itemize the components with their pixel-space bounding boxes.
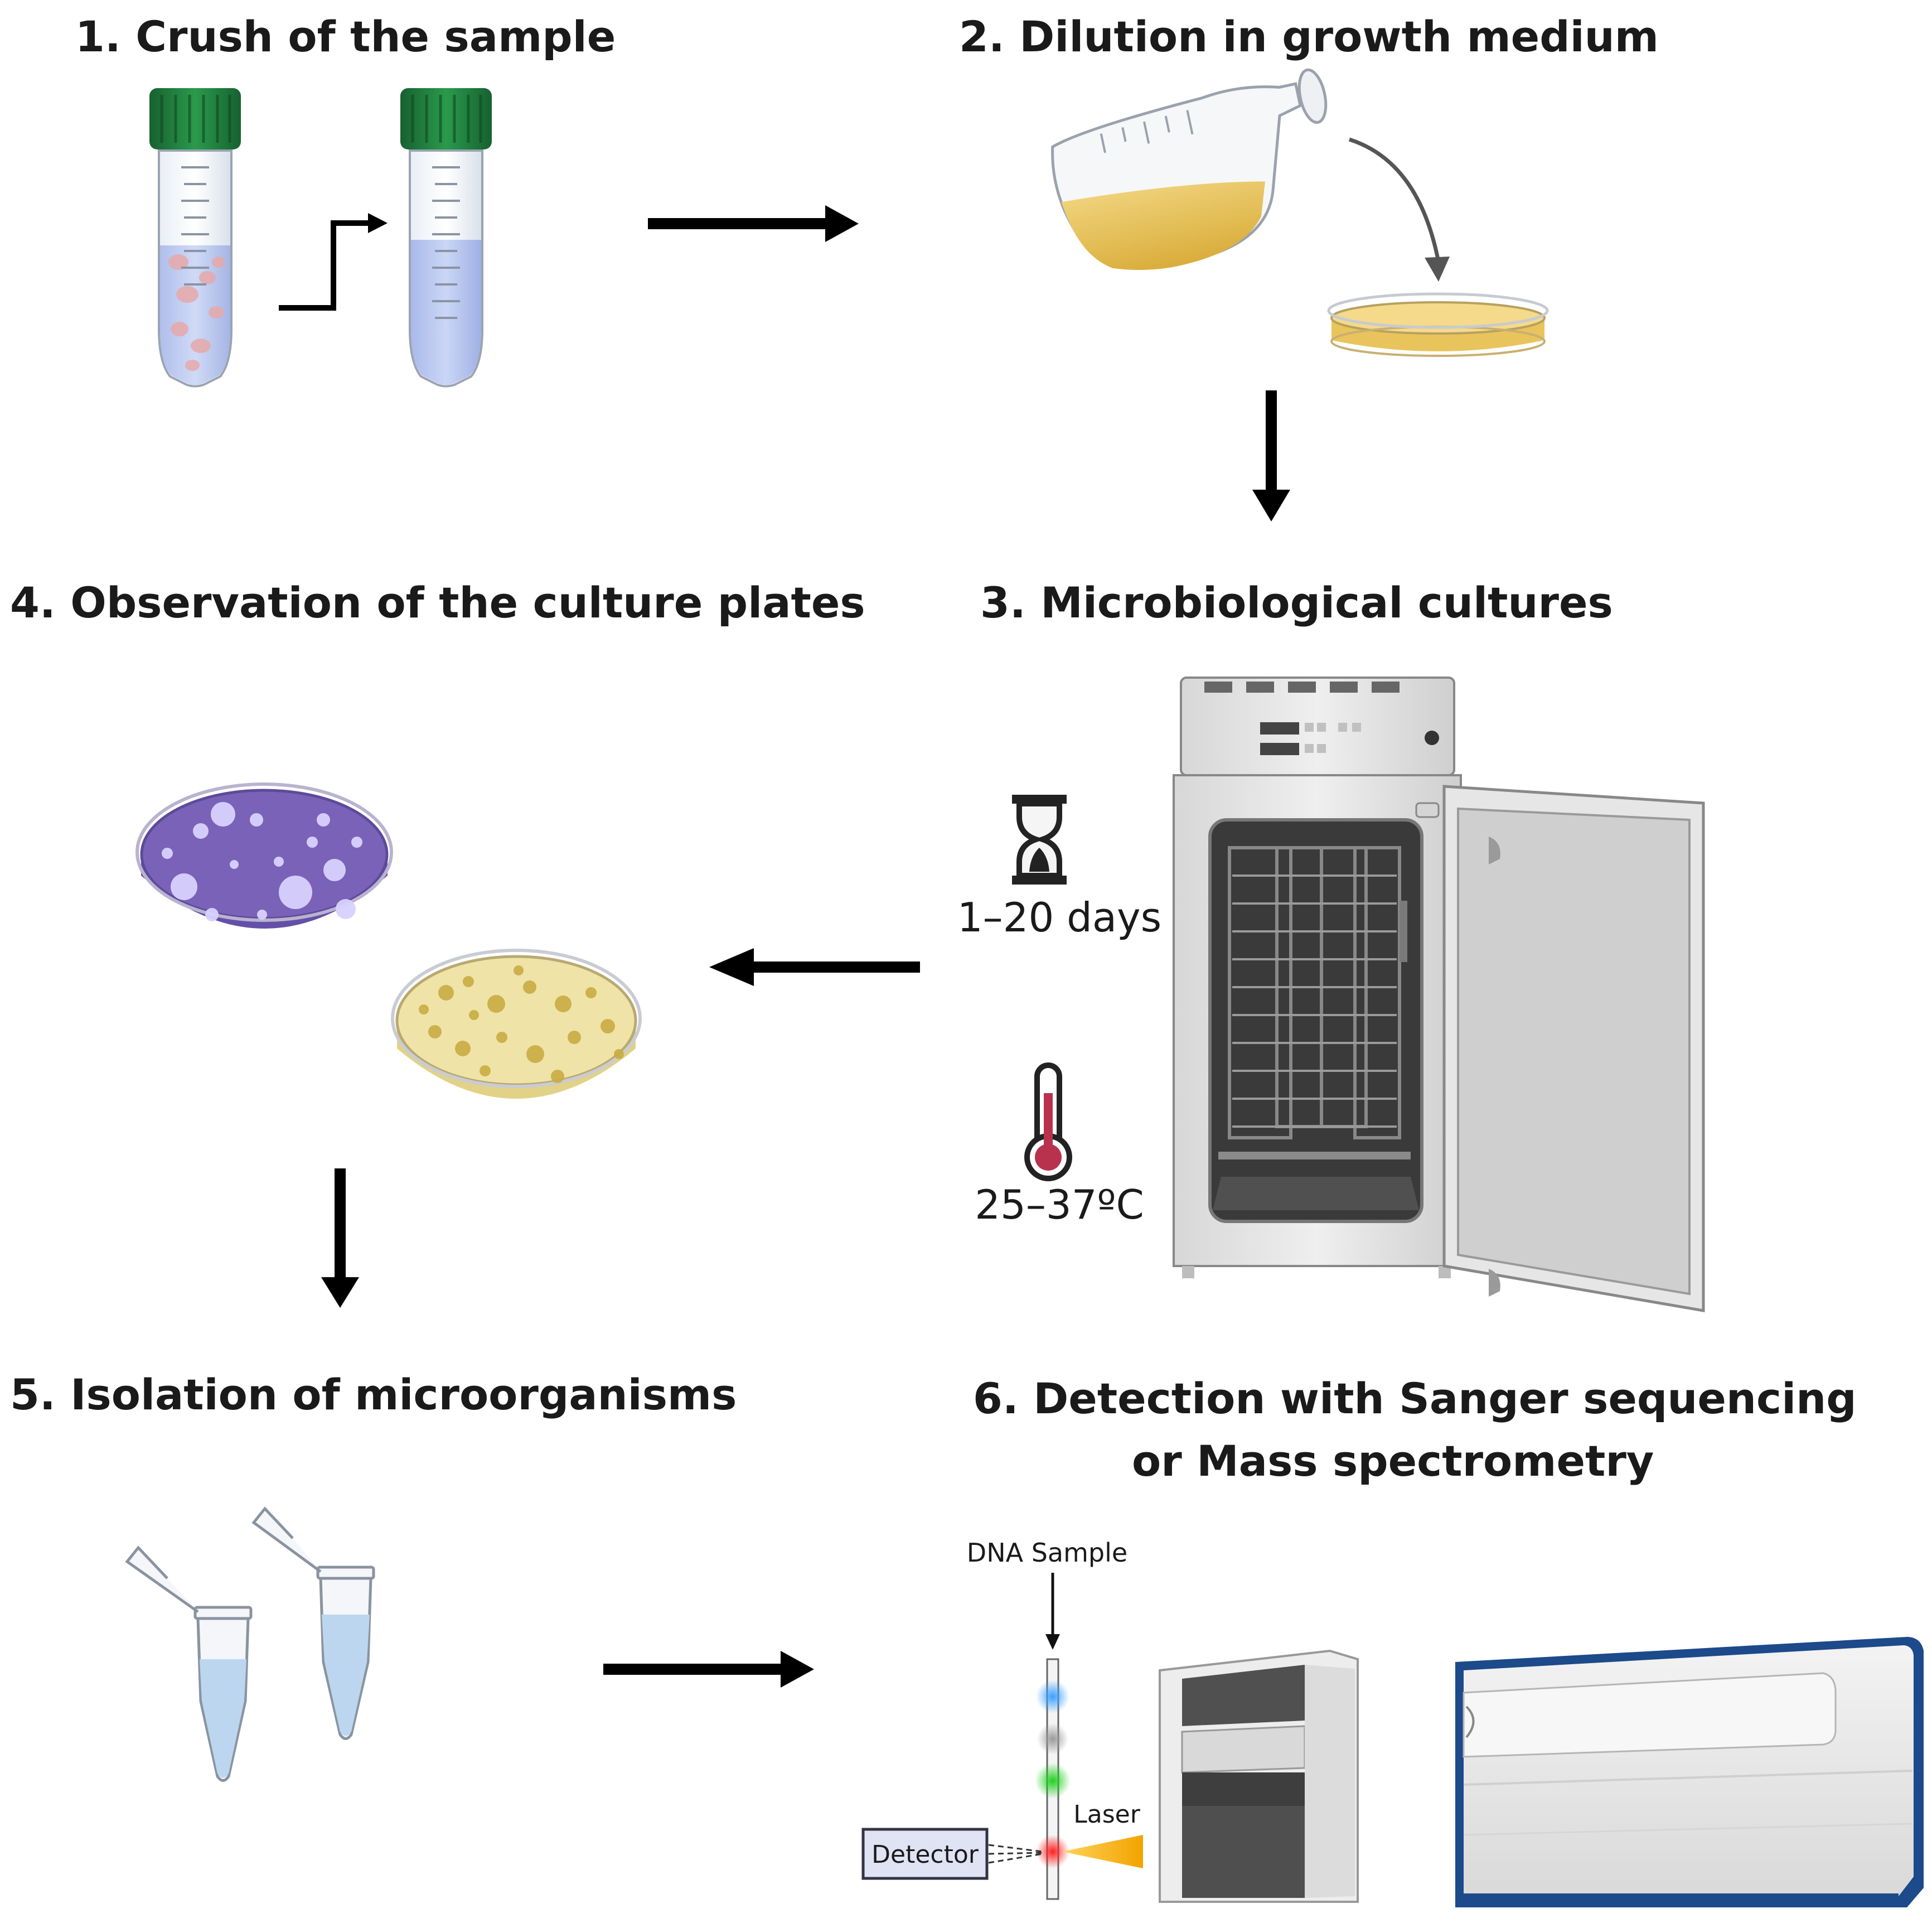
step-3-title: 3. Microbiological cultures bbox=[980, 578, 1613, 627]
step-6-title-line2: or Mass spectrometry bbox=[1132, 1436, 1654, 1486]
arrow-right-icon bbox=[648, 205, 859, 242]
incubation-duration-label: 1–20 days bbox=[957, 894, 1161, 941]
step-4-title: 4. Observation of the culture plates bbox=[10, 578, 865, 627]
falcon-tube-icon bbox=[149, 88, 241, 388]
detector-icon bbox=[861, 1828, 1043, 1880]
laser-beam-icon bbox=[1062, 1835, 1143, 1868]
arrow-down-icon bbox=[321, 1168, 359, 1308]
thermometer-icon bbox=[1024, 1062, 1072, 1181]
laser-label: Laser bbox=[1073, 1800, 1140, 1829]
eppendorf-tube-icon bbox=[251, 1506, 375, 1740]
step-arrow-icon bbox=[279, 220, 371, 311]
mass-spectrometer-icon bbox=[1455, 1637, 1924, 1907]
detector-label: Detector bbox=[871, 1840, 979, 1869]
petri-dish-icon bbox=[391, 949, 642, 1099]
step-1-title: 1. Crush of the sample bbox=[75, 12, 616, 61]
eppendorf-tube-icon bbox=[125, 1545, 253, 1782]
step-5-title: 5. Isolation of microorganisms bbox=[10, 1370, 737, 1419]
hourglass-icon bbox=[1012, 795, 1067, 885]
falcon-tube-icon bbox=[400, 88, 492, 388]
incubation-temperature-label: 25–37ºC bbox=[975, 1181, 1144, 1228]
dna-sample-label: DNA Sample bbox=[967, 1538, 1127, 1568]
petri-dish-icon bbox=[1327, 292, 1549, 357]
incubator-icon bbox=[1173, 677, 1705, 1312]
capillary-icon bbox=[1035, 1573, 1071, 1900]
flask-icon bbox=[1051, 68, 1328, 270]
arrow-right-icon bbox=[603, 1651, 814, 1688]
step-6-title-line1: 6. Detection with Sanger sequencing bbox=[973, 1374, 1857, 1423]
sequencer-icon bbox=[1159, 1649, 1359, 1903]
petri-dish-icon bbox=[135, 782, 393, 929]
step-2-title: 2. Dilution in growth medium bbox=[959, 12, 1659, 61]
arrowhead-icon bbox=[1425, 257, 1450, 282]
arrow-left-icon bbox=[709, 948, 920, 986]
arrowhead-icon bbox=[368, 213, 388, 233]
pour-arrow-icon bbox=[1348, 137, 1441, 263]
arrow-down-icon bbox=[1252, 390, 1290, 521]
